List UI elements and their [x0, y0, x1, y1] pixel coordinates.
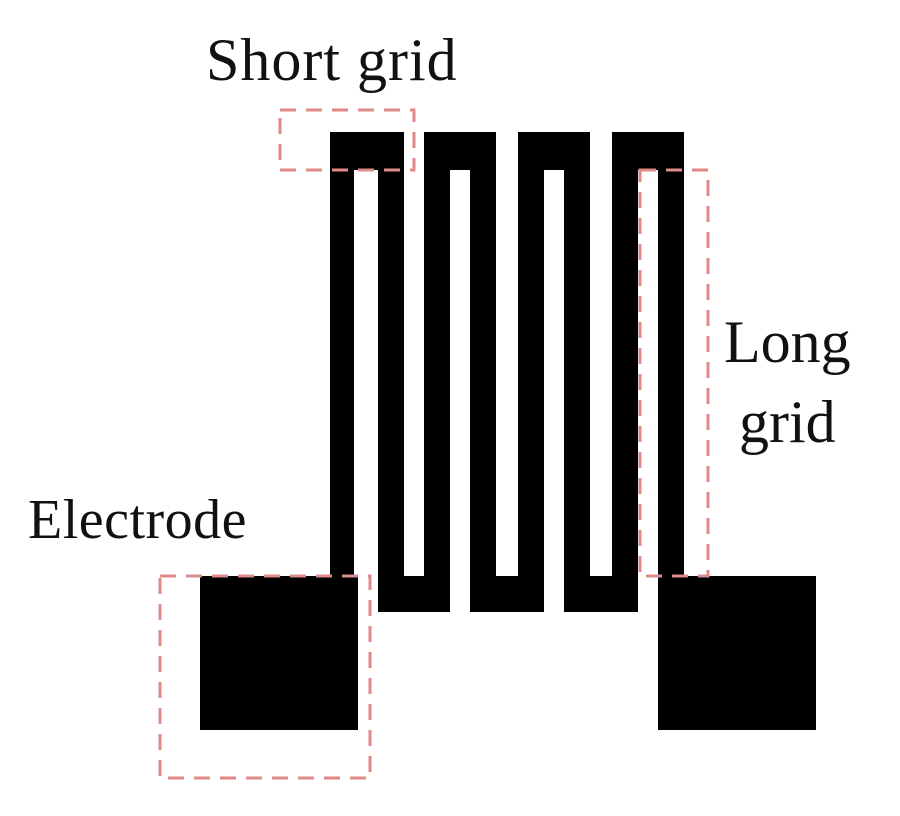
top-connector-3: [518, 132, 590, 170]
electrode-highlight-box: [158, 574, 372, 780]
bottom-connector-1: [378, 576, 450, 612]
grid-line-6: [564, 132, 590, 612]
long-grid-label-line1: Long: [724, 309, 851, 375]
short-grid-label: Short grid: [206, 27, 458, 93]
top-connector-1: [330, 132, 404, 170]
grid-line-5: [518, 132, 544, 612]
top-connector-2: [424, 132, 496, 170]
electrode-label: Electrode: [28, 489, 248, 551]
grid-line-1: [330, 132, 354, 592]
short-grid-highlight-box: [278, 108, 416, 172]
bottom-connector-2: [470, 576, 544, 612]
grid-line-7: [612, 132, 638, 612]
serpentine-grid: [330, 132, 684, 612]
grid-line-3: [424, 132, 450, 612]
grid-line-8: [658, 132, 684, 592]
bottom-connector-3: [564, 576, 638, 612]
top-connector-4: [612, 132, 684, 170]
long-grid-highlight-box: [638, 168, 710, 578]
electrode-pad-left: [200, 576, 358, 730]
grid-line-4: [470, 132, 496, 612]
long-grid-label: Long grid: [724, 302, 851, 462]
long-grid-label-line2: grid: [739, 389, 836, 455]
grid-line-2: [378, 132, 404, 612]
electrode-pad-right: [658, 576, 816, 730]
